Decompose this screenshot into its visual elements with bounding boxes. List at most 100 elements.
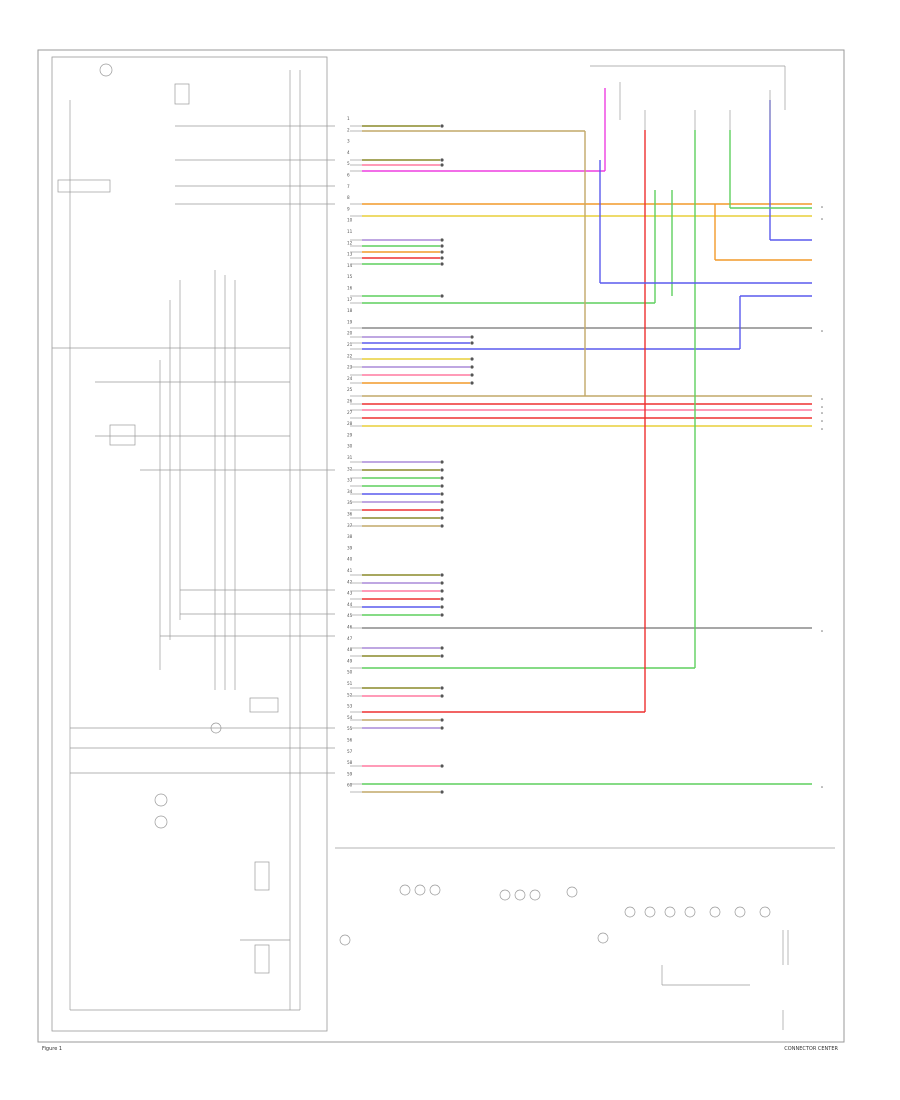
wire-end-dot [821,786,823,788]
pin-label: 47 [347,636,353,641]
pin-label: 33 [347,478,353,483]
wire-connector-dot [440,589,444,593]
wire-connector-dot [440,163,444,167]
pin-label: 12 [347,240,353,245]
pin-label: 56 [347,738,353,743]
wire-connector-dot [440,238,444,242]
pin-label: 31 [347,455,353,460]
pin-label: 13 [347,252,353,257]
wire-connector-dot [440,581,444,585]
module-feed-lines [52,125,335,941]
wire-connector-dot [440,646,444,650]
wire-connector-dot [440,686,444,690]
wire-connector-dot [440,460,444,464]
pin-label: 20 [347,331,353,336]
pin-label: 10 [347,218,353,223]
pin-label: 4 [347,150,350,155]
wire-connector-dot [440,244,444,248]
wire-connector-dot [440,262,444,266]
pin-label: 19 [347,319,353,324]
wire-connector-dot [440,294,444,298]
control-module-box [51,56,328,1032]
pin-label: 50 [347,670,353,675]
pin-label: 60 [347,783,353,788]
wire-end-dot [821,330,823,332]
pin-label: 51 [347,681,353,686]
wire-connector-dot [440,524,444,528]
pin-label: 23 [347,365,353,370]
wire-connector-dot [440,500,444,504]
pin-label: 32 [347,466,353,471]
pin-label: 1 [347,116,350,121]
wire-connector-dot [440,256,444,260]
wire-connector-dot [470,381,474,385]
wire-risers [584,88,771,712]
pin-label: 36 [347,512,353,517]
splice-block [590,65,786,130]
pin-label: 45 [347,613,353,618]
pin-label: 24 [347,376,353,381]
wire-connector-dot [440,508,444,512]
wire-connector-dot [440,694,444,698]
wire-connector-dot [440,468,444,472]
pin-label: 59 [347,771,353,776]
pin-label: 40 [347,557,353,562]
wire-harness [350,124,823,794]
pin-label: 37 [347,523,353,528]
pin-label: 14 [347,263,353,268]
pin-label: 17 [347,297,353,302]
pin-label: 15 [347,274,353,279]
module-bus [69,70,301,1011]
wire-connector-dot [440,158,444,162]
pin-label: 2 [347,127,350,132]
wire-end-dot [821,398,823,400]
wire-end-dot [821,406,823,408]
pin-label: 58 [347,760,353,765]
pin-label: 57 [347,749,353,754]
wire-end-dot [821,420,823,422]
pin-label: 41 [347,568,353,573]
wire-connector-dot [440,484,444,488]
pin-label: 42 [347,579,353,584]
wire-connector-dot [440,790,444,794]
wire-connector-dot [440,613,444,617]
wire-connector-dot [440,764,444,768]
pin-label: 25 [347,387,353,392]
footer-left: Figure 1 [42,1046,62,1052]
pin-label: 43 [347,591,353,596]
pin-label: 46 [347,625,353,630]
wire-connector-dot [440,476,444,480]
pin-label: 21 [347,342,353,347]
module-components [57,63,279,974]
pin-label: 35 [347,500,353,505]
wire-end-dot [821,630,823,632]
pin-label: 39 [347,545,353,550]
pin-label: 53 [347,704,353,709]
pin-label: 44 [347,602,353,607]
wire-end-dot [821,412,823,414]
pin-label: 29 [347,432,353,437]
pin-label: 54 [347,715,353,720]
wire-connector-dot [470,335,474,339]
pin-label: 16 [347,286,353,291]
connector-legend-panel [335,847,835,1030]
pin-label: 3 [347,139,350,144]
wire-connector-dot [470,373,474,377]
pin-label: 5 [347,161,350,166]
pin-label: 26 [347,399,353,404]
pin-label: 9 [347,206,350,211]
pin-label: 49 [347,658,353,663]
wire-connector-dot [440,718,444,722]
wire-connector-dot [440,492,444,496]
wire-connector-dot [440,726,444,730]
pin-label: 38 [347,534,353,539]
wire-connector-dot [440,597,444,601]
pin-label: 55 [347,726,353,731]
wire-connector-dot [440,573,444,577]
pin-label: 52 [347,692,353,697]
pin-label: 6 [347,173,350,178]
wire-connector-dot [470,365,474,369]
pin-label: 34 [347,489,353,494]
footer-right: CONNECTOR CENTER [784,1046,838,1052]
